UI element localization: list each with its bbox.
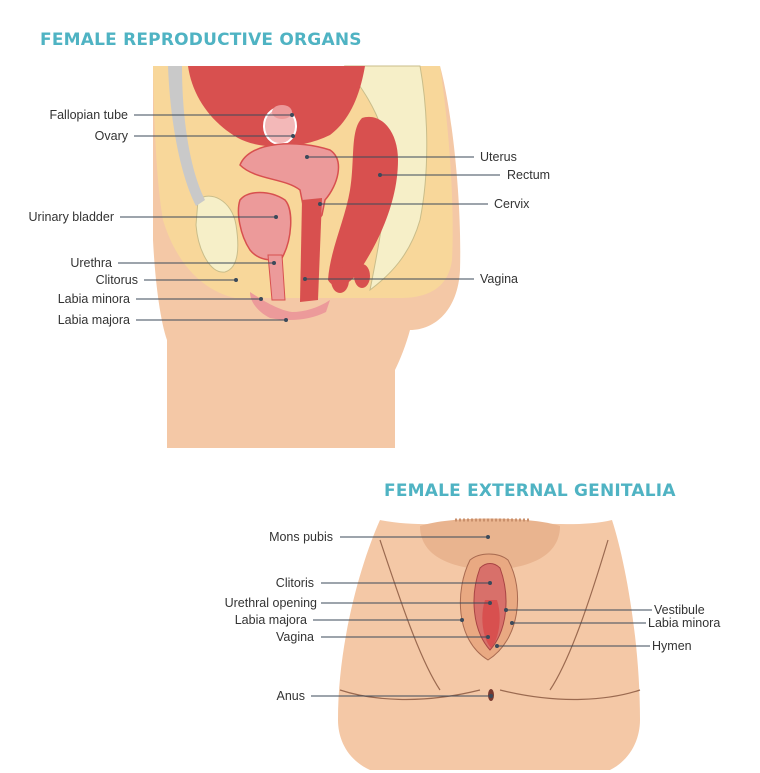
label-vagina-2: Vagina	[276, 630, 314, 644]
label-urethral-opening: Urethral opening	[224, 596, 317, 610]
label-labia-majora: Labia majora	[57, 313, 130, 327]
label-mons-pubis: Mons pubis	[269, 530, 333, 544]
label-labia-minora-2: Labia minora	[648, 616, 721, 630]
label-hymen: Hymen	[652, 639, 692, 653]
section1-title: FEMALE REPRODUCTIVE ORGANS	[40, 30, 362, 50]
vagina-shape	[300, 198, 322, 302]
label-uterus: Uterus	[480, 150, 517, 164]
label-clitoris: Clitoris	[275, 576, 314, 590]
label-vestibule: Vestibule	[654, 603, 705, 617]
section1-leader-lines-left	[118, 114, 293, 321]
urethra-shape	[267, 254, 286, 301]
label-rectum: Rectum	[507, 168, 551, 182]
label-fallopian-tube: Fallopian tube	[49, 108, 128, 122]
label-labia-majora-2: Labia majora	[234, 613, 307, 627]
section2-leader-lines	[311, 536, 652, 697]
labia-external	[250, 292, 330, 320]
label-ovary: Ovary	[94, 129, 128, 143]
section2-title: FEMALE EXTERNAL GENITALIA	[384, 481, 676, 501]
label-urinary-bladder: Urinary bladder	[28, 210, 114, 224]
label-vagina: Vagina	[480, 272, 518, 286]
mons-pubis-shape	[420, 518, 560, 570]
label-labia-minora: Labia minora	[57, 292, 130, 306]
label-urethra: Urethra	[70, 256, 112, 270]
label-anus: Anus	[276, 689, 306, 703]
pubic-bone	[195, 195, 239, 273]
section1-leader-lines-right	[305, 156, 500, 280]
label-clitorus: Clitorus	[95, 273, 138, 287]
label-cervix: Cervix	[494, 197, 530, 211]
rectum-shape	[328, 116, 398, 287]
